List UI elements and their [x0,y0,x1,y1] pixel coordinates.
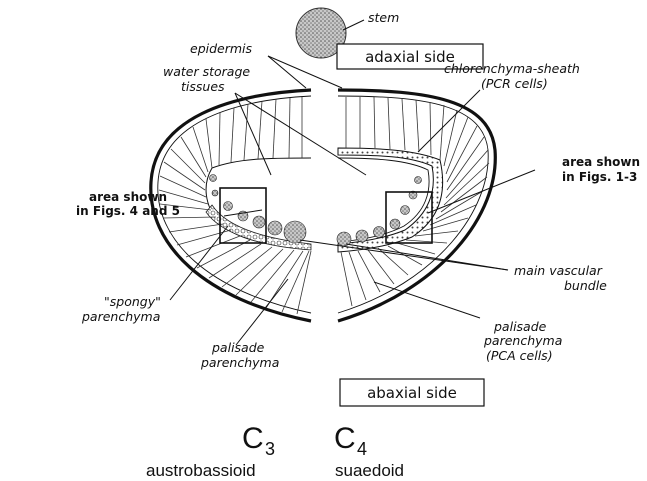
main-vascular-label-2: bundle [564,278,607,293]
spongy-label-1: "spongy" [104,294,161,309]
right-half-c4 [337,90,495,321]
spongy-label-2: parenchyma [81,309,160,324]
palisade-left-label-1: palisade [211,340,265,355]
c4-caption: suaedoid [335,461,404,480]
abaxial-label: abaxial side [367,384,457,402]
palisade-right-label-1: palisade [493,319,547,334]
chlorenchyma-label-2: (PCR cells) [481,76,548,91]
palisade-right-label-3: (PCA cells) [486,348,553,363]
abaxial-box: abaxial side [340,379,484,406]
palisade-left-label-2: parenchyma [200,355,279,370]
epidermis-label: epidermis [190,41,253,56]
main-vascular-label-1: main vascular [514,263,603,278]
c4-type: C 4 suaedoid [334,422,404,480]
left-vascular-bundles [210,175,307,244]
water-storage-label-2: tissues [181,79,225,94]
c3-caption: austrobassioid [146,461,256,480]
area-figs-4-5-label-2: in Figs. 4 and 5 [76,204,180,218]
adaxial-label: adaxial side [365,48,455,66]
stem-label: stem [368,10,399,25]
area-figs-4-5-label-1: area shown [89,190,167,204]
left-palisade-lines [159,97,311,314]
leader-lines [170,56,535,345]
chlorenchyma-label-1: chlorenchyma-sheath [444,61,580,76]
area-figs-1-3-label-1: area shown [562,155,640,169]
c4-main: C [334,422,356,455]
water-storage-label-1: water storage [163,64,250,79]
c3-sub: 3 [265,439,275,459]
right-palisade-lines [341,97,489,306]
c4-sub: 4 [357,439,367,459]
palisade-right-label-2: parenchyma [483,333,562,348]
c3-main: C [242,422,264,455]
c3-type: C 3 austrobassioid [146,422,275,480]
area-figs-1-3-label-2: in Figs. 1-3 [562,170,637,184]
